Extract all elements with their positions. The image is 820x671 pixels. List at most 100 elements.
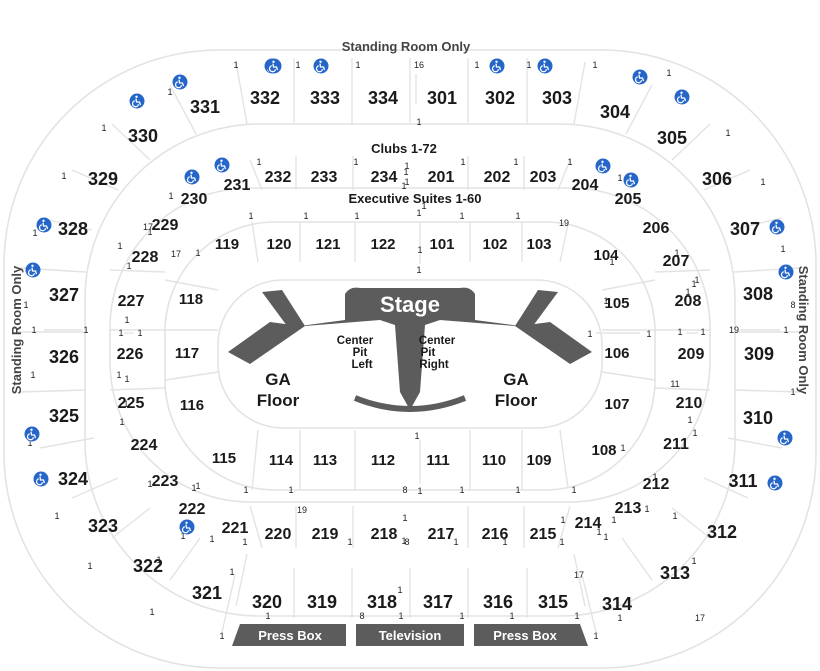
section-333[interactable]: 333: [310, 88, 340, 108]
section-122[interactable]: 122: [370, 236, 395, 253]
section-315[interactable]: 315: [538, 592, 568, 612]
section-209[interactable]: 209: [678, 346, 705, 363]
section-329[interactable]: 329: [88, 169, 118, 189]
section-210[interactable]: 210: [676, 395, 703, 412]
press-box-left-bar[interactable]: [232, 624, 346, 646]
section-218[interactable]: 218: [371, 526, 398, 543]
section-305[interactable]: 305: [657, 128, 687, 148]
section-118[interactable]: 118: [179, 291, 203, 308]
section-115[interactable]: 115: [212, 450, 236, 467]
section-105[interactable]: 105: [604, 295, 629, 312]
section-101[interactable]: 101: [429, 236, 454, 253]
section-107[interactable]: 107: [604, 396, 629, 413]
section-304[interactable]: 304: [600, 102, 630, 122]
section-223[interactable]: 223: [152, 473, 179, 490]
section-227[interactable]: 227: [118, 293, 145, 310]
press-box-right-bar[interactable]: [474, 624, 588, 646]
section-301[interactable]: 301: [427, 88, 457, 108]
section-310[interactable]: 310: [743, 408, 773, 428]
section-229[interactable]: 229: [152, 217, 179, 234]
section-113[interactable]: 113: [313, 452, 337, 469]
section-319[interactable]: 319: [307, 592, 337, 612]
section-114[interactable]: 114: [269, 452, 294, 469]
section-117[interactable]: 117: [175, 345, 199, 362]
section-120[interactable]: 120: [266, 236, 291, 253]
section-106[interactable]: 106: [604, 345, 629, 362]
section-314[interactable]: 314: [602, 594, 632, 614]
section-225[interactable]: 225: [118, 395, 145, 412]
section-226[interactable]: 226: [117, 346, 144, 363]
section-112[interactable]: 112: [371, 452, 395, 469]
section-334[interactable]: 334: [368, 88, 398, 108]
section-232[interactable]: 232: [265, 169, 292, 186]
section-233[interactable]: 233: [311, 169, 338, 186]
section-302[interactable]: 302: [485, 88, 515, 108]
section-322[interactable]: 322: [133, 556, 163, 576]
section-231[interactable]: 231: [224, 177, 251, 194]
section-323[interactable]: 323: [88, 516, 118, 536]
section-108[interactable]: 108: [591, 442, 616, 459]
television-bar[interactable]: [356, 624, 464, 646]
section-220[interactable]: 220: [265, 526, 292, 543]
row-number: 1: [459, 485, 464, 495]
section-119[interactable]: 119: [215, 236, 239, 253]
section-205[interactable]: 205: [615, 191, 642, 208]
section-211[interactable]: 211: [663, 436, 689, 453]
section-303[interactable]: 303: [542, 88, 572, 108]
section-111[interactable]: 111: [426, 452, 449, 469]
section-321[interactable]: 321: [192, 583, 222, 603]
section-320[interactable]: 320: [252, 592, 282, 612]
section-316[interactable]: 316: [483, 592, 513, 612]
section-104[interactable]: 104: [593, 247, 619, 264]
section-327[interactable]: 327: [49, 285, 79, 305]
section-214[interactable]: 214: [575, 515, 602, 532]
wheelchair-icon: [313, 58, 329, 74]
section-326[interactable]: 326: [49, 347, 79, 367]
section-219[interactable]: 219: [312, 526, 339, 543]
section-213[interactable]: 213: [615, 500, 642, 517]
section-202[interactable]: 202: [484, 169, 511, 186]
section-217[interactable]: 217: [428, 526, 455, 543]
section-328[interactable]: 328: [58, 219, 88, 239]
section-203[interactable]: 203: [530, 169, 557, 186]
row-number: 1: [23, 300, 28, 310]
section-306[interactable]: 306: [702, 169, 732, 189]
section-331[interactable]: 331: [190, 97, 220, 117]
section-224[interactable]: 224: [131, 437, 158, 454]
row-number: 1: [611, 515, 616, 525]
section-222[interactable]: 222: [179, 501, 206, 518]
section-313[interactable]: 313: [660, 563, 690, 583]
section-207[interactable]: 207: [663, 253, 690, 270]
section-308[interactable]: 308: [743, 284, 773, 304]
section-103[interactable]: 103: [526, 236, 551, 253]
section-201[interactable]: 201: [428, 169, 455, 186]
section-215[interactable]: 215: [530, 526, 557, 543]
section-312[interactable]: 312: [707, 522, 737, 542]
section-208[interactable]: 208: [675, 293, 702, 310]
wheelchair-icon: [489, 58, 505, 74]
section-332[interactable]: 332: [250, 88, 280, 108]
section-110[interactable]: 110: [482, 452, 506, 469]
section-330[interactable]: 330: [128, 126, 158, 146]
section-325[interactable]: 325: [49, 406, 79, 426]
section-206[interactable]: 206: [643, 220, 670, 237]
section-204[interactable]: 204: [572, 177, 599, 194]
section-212[interactable]: 212: [643, 476, 670, 493]
section-311[interactable]: 311: [728, 471, 757, 491]
section-121[interactable]: 121: [315, 236, 340, 253]
section-234[interactable]: 234: [371, 169, 398, 186]
section-divider: [251, 429, 259, 491]
section-216[interactable]: 216: [482, 526, 509, 543]
section-228[interactable]: 228: [132, 249, 159, 266]
section-318[interactable]: 318: [367, 592, 397, 612]
section-230[interactable]: 230: [181, 191, 208, 208]
section-221[interactable]: 221: [222, 520, 249, 537]
section-109[interactable]: 109: [526, 452, 551, 469]
section-324[interactable]: 324: [58, 469, 88, 489]
section-309[interactable]: 309: [744, 344, 774, 364]
section-102[interactable]: 102: [482, 236, 507, 253]
row-number: 17: [143, 222, 153, 232]
section-317[interactable]: 317: [423, 592, 453, 612]
section-307[interactable]: 307: [730, 219, 760, 239]
section-116[interactable]: 116: [180, 397, 204, 414]
